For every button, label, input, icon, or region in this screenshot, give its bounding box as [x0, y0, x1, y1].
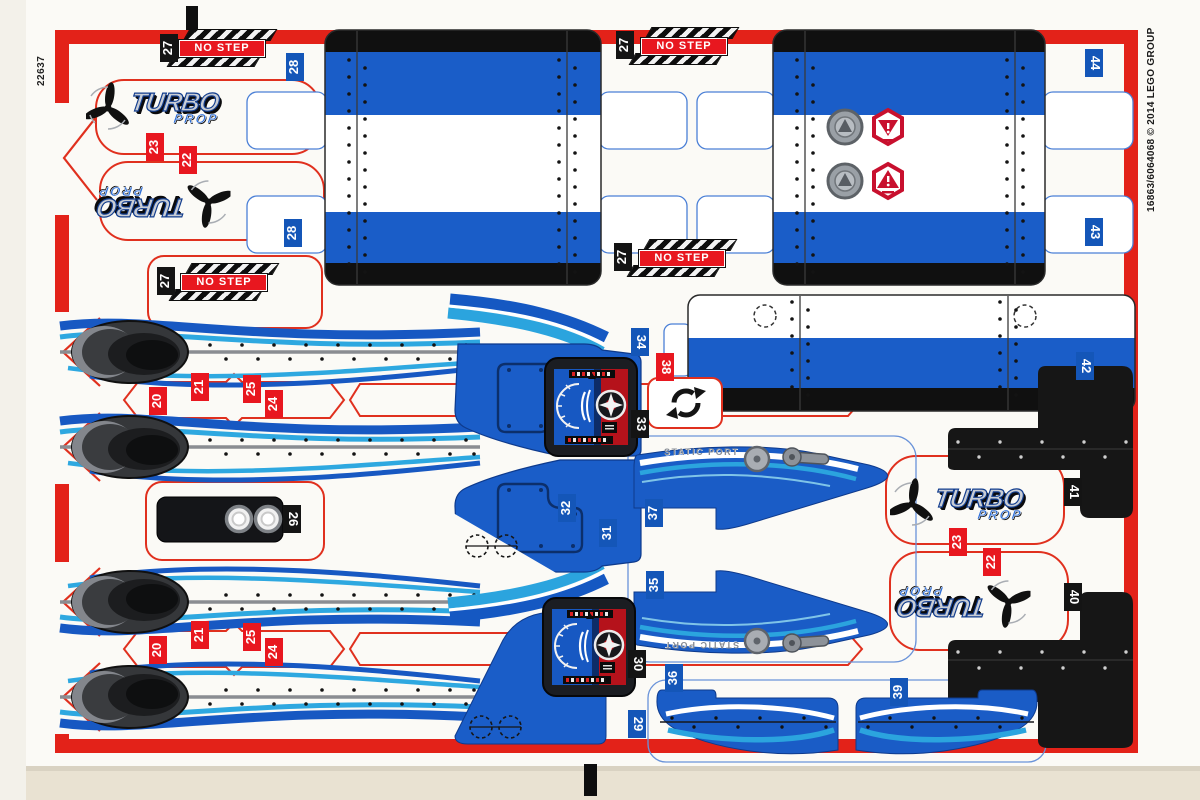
- sticker-number-tag: 27: [614, 243, 632, 271]
- fuel-cap-icon: [826, 108, 864, 200]
- no-step-sticker: NO STEP: [626, 239, 738, 277]
- sticker-number-tag: 27: [160, 34, 178, 62]
- turbo-prop-logo: TURBO PROP: [890, 478, 1025, 530]
- prop-wordmark: PROP: [96, 184, 144, 200]
- no-step-label: NO STEP: [641, 38, 727, 55]
- sticker-number-tag: 22: [983, 548, 1001, 576]
- no-step-sticker: NO STEP: [166, 29, 278, 67]
- prop-wordmark: PROP: [172, 111, 220, 127]
- sticker-43-44-fuselage-top: [772, 29, 1046, 286]
- no-step-sticker: NO STEP: [168, 263, 280, 301]
- sticker-40-wing: [948, 592, 1133, 748]
- sticker-number-tag: 21: [191, 373, 209, 401]
- sticker-number-tag: 37: [645, 499, 663, 527]
- sticker-number-tag: 34: [631, 328, 649, 356]
- propeller-icon: [86, 82, 129, 130]
- no-step-label: NO STEP: [179, 40, 265, 57]
- sticker-number-tag: 27: [157, 267, 175, 295]
- sticker-number-tag: 25: [243, 375, 261, 403]
- inspection-circles-icon: [465, 534, 522, 739]
- sticker-number-tag: 33: [631, 410, 649, 438]
- sticker-number-tag: 23: [146, 133, 164, 161]
- sticker-33-instrument-panel: [543, 356, 639, 458]
- sticker-number-tag: 26: [283, 505, 301, 533]
- turbo-prop-logo: TURBO PROP: [95, 176, 231, 228]
- sticker-32-31-fairing: [448, 460, 641, 616]
- warning-hexagon-icon: [872, 107, 904, 201]
- registration-mark: [584, 764, 597, 796]
- sticker-38-rotate-symbol: [647, 377, 723, 429]
- propeller-icon: [890, 478, 933, 526]
- turbo-wordmark: TURBO: [95, 192, 188, 223]
- static-port-label: STATIC PORT: [664, 640, 740, 650]
- prop-wordmark: PROP: [896, 584, 944, 600]
- turbo-prop-logo: TURBO PROP: [895, 576, 1031, 628]
- propeller-icon: [187, 180, 231, 228]
- propeller-icon: [987, 580, 1031, 628]
- sticker-number-tag: 30: [628, 650, 646, 678]
- sticker-number-tag: 32: [558, 494, 576, 522]
- sticker-number-tag: 28: [284, 219, 302, 247]
- prop-wordmark: PROP: [976, 507, 1024, 523]
- sheet-code-right: 16863/6064068 © 2014 LEGO GROUP: [1146, 27, 1157, 212]
- sticker-number-tag: 24: [265, 638, 283, 666]
- no-step-sticker: NO STEP: [628, 27, 740, 65]
- sticker-26-landing-lights: [156, 496, 284, 543]
- sticker-number-tag: 29: [628, 710, 646, 738]
- static-port-label: STATIC PORT: [664, 447, 740, 457]
- sticker-number-tag: 36: [665, 664, 683, 692]
- sticker-number-tag: 44: [1085, 49, 1103, 77]
- sticker-number-tag: 20: [149, 387, 167, 415]
- sticker-number-tag: 25: [243, 623, 261, 651]
- cut-lines-blue: [246, 91, 1134, 763]
- turbo-prop-logo: TURBO PROP: [86, 82, 221, 134]
- sticker-number-tag: 23: [949, 528, 967, 556]
- sticker-30-instrument-panel: [541, 596, 637, 698]
- sheet-code-left: 22637: [36, 55, 47, 86]
- sticker-number-tag: 39: [890, 678, 908, 706]
- sticker-number-tag: 20: [149, 636, 167, 664]
- sticker-number-tag: 28: [286, 53, 304, 81]
- turbo-wordmark: TURBO: [895, 592, 988, 623]
- sticker-number-tag: 22: [179, 146, 197, 174]
- sticker-number-tag: 41: [1064, 478, 1082, 506]
- sticker-41-wing: [948, 366, 1133, 518]
- sticker-number-tag: 31: [599, 519, 617, 547]
- sticker-number-tag: 40: [1064, 583, 1082, 611]
- no-step-label: NO STEP: [181, 274, 267, 291]
- sticker-number-tag: 27: [616, 31, 634, 59]
- sticker-number-tag: 38: [656, 353, 674, 381]
- sticker-number-tag: 43: [1085, 218, 1103, 246]
- sticker-28-fuselage-top: [324, 29, 602, 286]
- sticker-number-tag: 42: [1076, 352, 1094, 380]
- no-step-label: NO STEP: [639, 250, 725, 267]
- sticker-number-tag: 21: [191, 621, 209, 649]
- sticker-number-tag: 24: [265, 390, 283, 418]
- sticker-number-tag: 35: [646, 571, 664, 599]
